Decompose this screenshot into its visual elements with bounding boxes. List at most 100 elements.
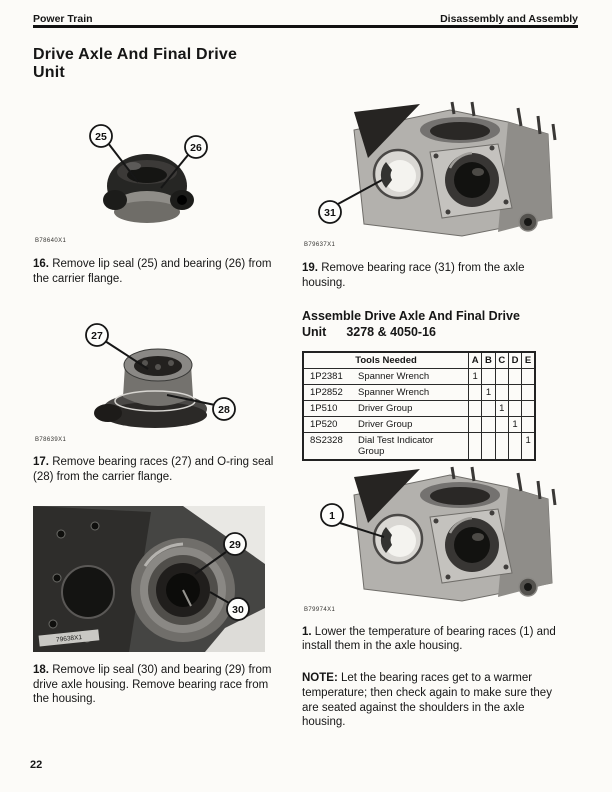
- table-row: 1P520 Driver Group 1: [302, 415, 536, 433]
- table-header-row: Tools Needed A B C D E: [302, 351, 536, 369]
- step-19-number: 19.: [302, 262, 318, 274]
- step-19-text: Remove bearing race (31) from the axle h…: [302, 262, 525, 289]
- figure-bearing-races-oring: 27 28 B78639X1: [33, 317, 275, 443]
- table-row: 1P2852 Spanner Wrench 1: [302, 383, 536, 401]
- step-19: 19. Remove bearing race (31) from the ax…: [302, 261, 568, 290]
- tool-qty-e: [521, 367, 536, 385]
- callout-28: 28: [166, 394, 236, 422]
- note-text: Let the bearing races get to a warmer te…: [302, 672, 552, 729]
- figure-caption: B78640X1: [35, 238, 67, 244]
- step-16-number: 16.: [33, 258, 49, 270]
- svg-text:31: 31: [324, 207, 336, 219]
- tool-part-number: 8S2328: [310, 434, 343, 446]
- figure-carrier-flange-seal: 25 26 B78640X1: [33, 100, 275, 244]
- tool-name: Driver Group: [358, 418, 413, 430]
- tool-qty-a: [468, 415, 483, 433]
- table-row: 1P2381 Spanner Wrench 1: [302, 367, 536, 385]
- left-column: 25 26 B78640X1 16. Remove lip seal (25) …: [33, 100, 275, 707]
- figure-install-bearing-races: 1 B79974X1: [302, 465, 568, 613]
- assemble-heading-line2: Unit 3278 & 4050-16: [302, 325, 568, 341]
- tool-qty-e: [521, 415, 536, 433]
- tool-part-number: 1P520: [310, 418, 338, 430]
- callout-31: 31: [318, 179, 383, 224]
- machined-part-illustration: [94, 348, 207, 429]
- note-paragraph: NOTE: Let the bearing races get to a war…: [302, 671, 556, 730]
- col-header-e: E: [521, 351, 536, 369]
- col-header-c: C: [494, 351, 509, 369]
- tool-qty-d: [507, 383, 523, 401]
- axle-housing-photo: 31: [318, 101, 557, 237]
- tool-qty-c: [494, 367, 509, 385]
- tools-needed-header: Tools Needed: [302, 351, 470, 369]
- carrier-flange-photo: 25 26: [89, 124, 208, 223]
- note-label: NOTE:: [302, 672, 338, 685]
- tool-qty-b: [481, 399, 496, 417]
- svg-text:79638X1: 79638X1: [56, 634, 83, 644]
- tool-qty-a: [468, 383, 483, 401]
- header-section-title: Power Train: [33, 13, 93, 25]
- step-16: 16. Remove lip seal (25) and bearing (26…: [33, 257, 275, 286]
- tool-qty-a: [468, 431, 483, 461]
- svg-text:30: 30: [232, 604, 244, 616]
- axle-housing-photo: 1: [320, 466, 557, 602]
- step-1-text: Lower the temperature of bearing races (…: [302, 625, 556, 653]
- housing-illustration: [353, 101, 557, 237]
- step-16-text: Remove lip seal (25) and bearing (26) fr…: [33, 258, 272, 285]
- tool-qty-e: [521, 399, 536, 417]
- machined-part-illustration: [103, 154, 194, 223]
- tool-qty-b: 1: [481, 383, 496, 401]
- tool-qty-e: 1: [521, 431, 536, 461]
- tool-qty-b: [481, 415, 496, 433]
- step-17-number: 17.: [33, 456, 49, 469]
- tool-qty-c: 1: [494, 399, 509, 417]
- tool-part-number: 1P510: [310, 402, 338, 414]
- assemble-heading-unit: Unit: [302, 325, 327, 340]
- step-17-text: Remove bearing races (27) and O-ring sea…: [33, 456, 274, 484]
- right-column: 31 B79637X1 19. Remove bearing race (31)…: [302, 100, 568, 742]
- tool-qty-c: [494, 415, 509, 433]
- flange-plate-illustration: [33, 505, 151, 652]
- col-header-b: B: [481, 351, 496, 369]
- table-row: 1P510 Driver Group 1: [302, 399, 536, 417]
- axle-hub-photo: 79638X1 29 30: [33, 505, 265, 652]
- callout-30: 30: [209, 591, 250, 621]
- callout-1: 1: [320, 502, 385, 538]
- tool-qty-d: [507, 431, 523, 461]
- svg-text:29: 29: [229, 539, 241, 551]
- tool-name: Driver Group: [358, 402, 413, 414]
- tool-part-number: 1P2381: [310, 370, 343, 382]
- hub-bearing-illustration: [131, 537, 235, 642]
- housing-illustration: [353, 466, 557, 602]
- tool-name: Spanner Wrench: [358, 386, 430, 398]
- page-title-line1: Drive Axle And Final Drive: [33, 46, 238, 63]
- header-chapter-title: Disassembly and Assembly: [440, 13, 578, 25]
- step-18-text: Remove lip seal (30) and bearing (29) fr…: [33, 663, 272, 706]
- figure-caption: B79974X1: [304, 606, 336, 613]
- bearing-race-photo: 27 28: [85, 323, 236, 429]
- figure-caption: B79637X1: [304, 242, 336, 248]
- callout-25: 25: [89, 124, 139, 183]
- svg-text:26: 26: [190, 142, 202, 154]
- step-1: 1. Lower the temperature of bearing race…: [302, 625, 568, 654]
- page-number: 22: [30, 759, 43, 771]
- step-1-number: 1.: [302, 625, 312, 638]
- table-row: 8S2328 Dial Test Indicator Group 1: [302, 431, 536, 461]
- tool-qty-e: [521, 383, 536, 401]
- tool-qty-d: 1: [507, 415, 523, 433]
- tool-qty-d: [507, 367, 523, 385]
- svg-text:25: 25: [95, 131, 107, 143]
- page-title-line2: Unit: [33, 64, 65, 82]
- assemble-heading-ref: 3278 & 4050-16: [346, 325, 436, 340]
- tool-qty-a: 1: [468, 367, 483, 385]
- tool-name: Spanner Wrench: [358, 370, 430, 382]
- step-18: 18. Remove lip seal (30) and bearing (29…: [33, 663, 275, 707]
- tool-qty-c: [494, 383, 509, 401]
- figure-axle-housing-race: 31 B79637X1: [302, 100, 568, 248]
- tool-part-number: 1P2852: [310, 386, 343, 398]
- tool-qty-b: [481, 367, 496, 385]
- tool-qty-a: [468, 399, 483, 417]
- photo-id-label: 79638X1: [38, 629, 100, 647]
- tool-qty-c: [494, 431, 509, 461]
- tool-name: Dial Test Indicator Group: [358, 434, 434, 457]
